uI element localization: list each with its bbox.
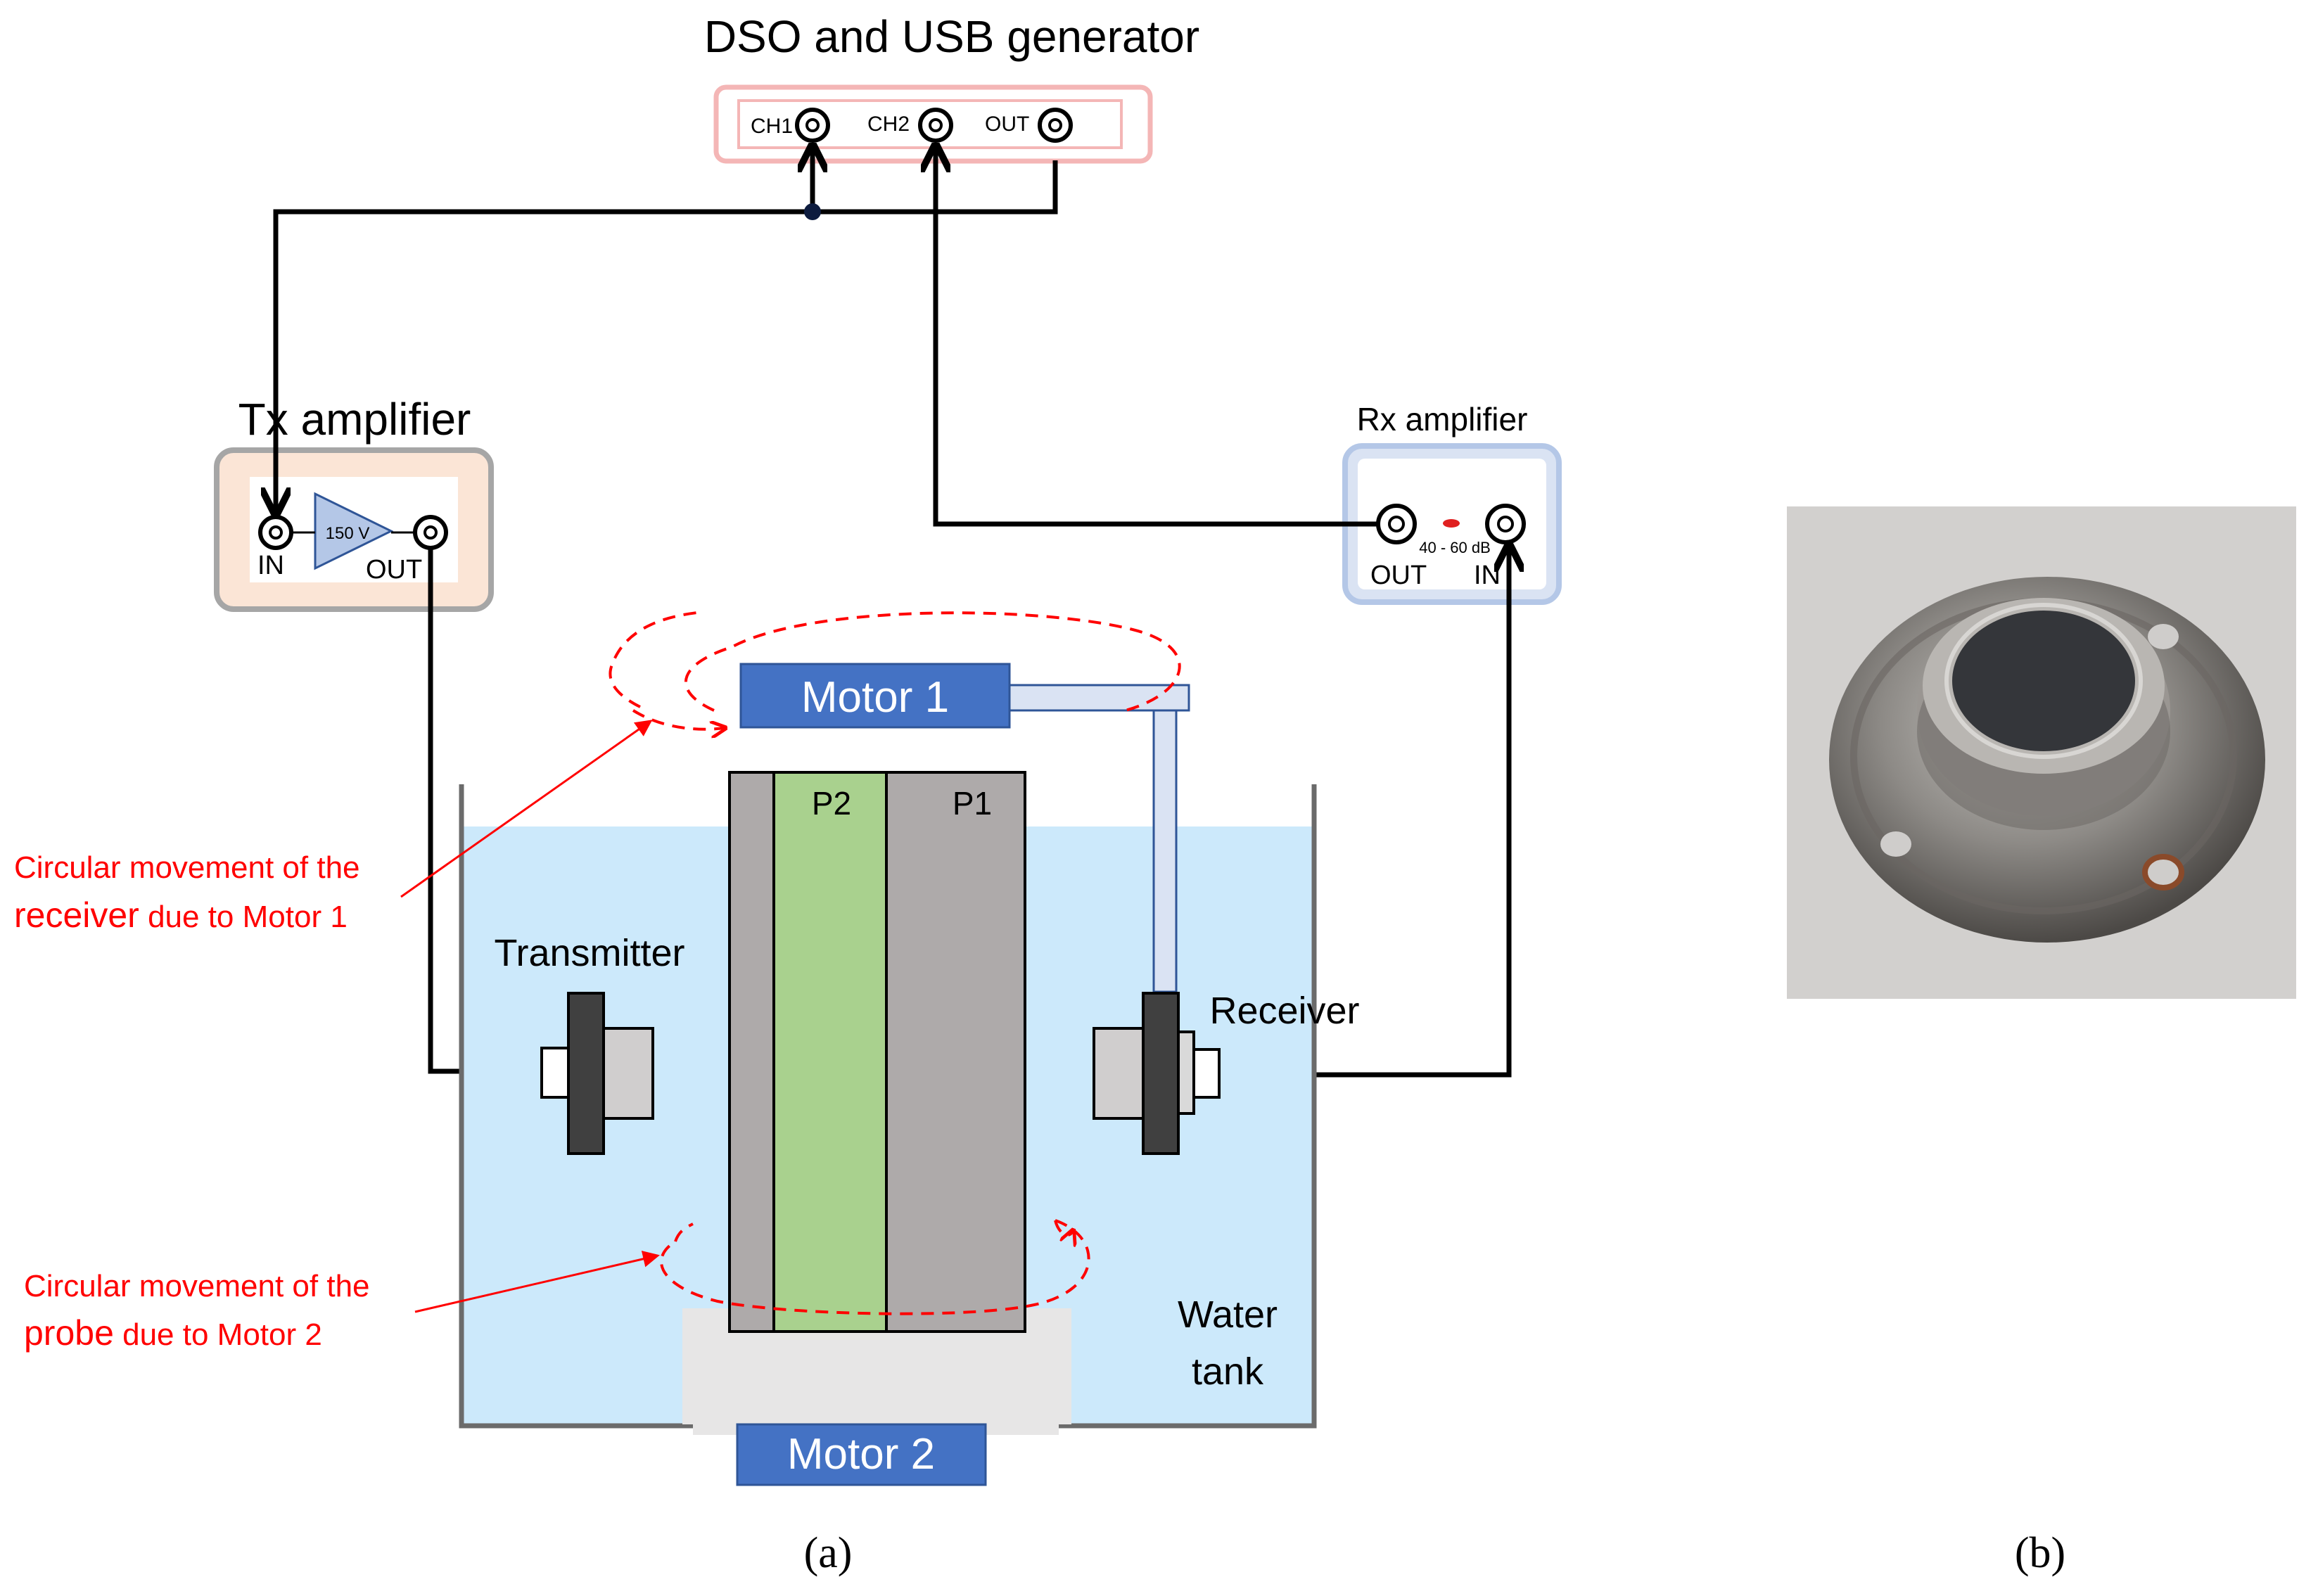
probe: P2 P1 bbox=[728, 771, 1026, 1333]
dso-title: DSO and USB generator bbox=[704, 11, 1199, 62]
receiver bbox=[1093, 992, 1221, 1155]
annotation-receiver-arrow bbox=[400, 720, 653, 898]
transducer-face bbox=[1952, 611, 2135, 751]
rx-amplifier-out-connector[interactable] bbox=[1376, 504, 1417, 544]
dso-out-connector[interactable] bbox=[1038, 108, 1073, 143]
dso-usb-generator: CH1 CH2 OUT bbox=[713, 84, 1153, 164]
dso-ch2-connector[interactable] bbox=[918, 108, 953, 143]
wire-junction-dot bbox=[804, 203, 821, 220]
tx-amplifier-out-connector[interactable] bbox=[413, 515, 448, 550]
annotation-probe-motion: Circular movement of the probe due to Mo… bbox=[24, 1251, 660, 1353]
motor-2-label: Motor 2 bbox=[787, 1430, 935, 1479]
probe-p1-label: P1 bbox=[953, 785, 992, 822]
tx-amplifier: 150 V IN OUT bbox=[214, 447, 494, 612]
annotation-receiver-rest: due to Motor 1 bbox=[139, 900, 348, 934]
tx-amplifier-in-connector[interactable] bbox=[258, 515, 293, 550]
receiver-arm bbox=[1008, 684, 1190, 993]
annotation-receiver-motion: Circular movement of the receiver due to… bbox=[14, 720, 653, 935]
motor-1-label: Motor 1 bbox=[801, 673, 949, 722]
transmitter bbox=[540, 992, 654, 1155]
annotation-probe-line1: Circular movement of the bbox=[24, 1269, 370, 1303]
annotation-probe-line2: probe due to Motor 2 bbox=[24, 1313, 322, 1353]
wire-rx-out-to-ch2 bbox=[936, 148, 1377, 527]
receiver-label: Receiver bbox=[1209, 990, 1359, 1032]
dso-ch1-connector[interactable] bbox=[795, 108, 830, 143]
transducer-photo bbox=[1787, 506, 2296, 999]
flange-hole-left bbox=[1880, 831, 1911, 857]
flange-hole-top bbox=[2148, 624, 2179, 649]
tx-amplifier-in-label: IN bbox=[257, 551, 284, 580]
motor-2: Motor 2 bbox=[736, 1423, 987, 1486]
rx-amplifier-in-label: IN bbox=[1474, 561, 1501, 590]
probe-p2-label: P2 bbox=[812, 785, 851, 822]
subfigure-label-b: (b) bbox=[2015, 1529, 2065, 1577]
annotation-probe-rest: due to Motor 2 bbox=[114, 1317, 322, 1352]
annotation-probe-keyword: probe bbox=[24, 1313, 114, 1353]
rx-amplifier-gain: 40 - 60 dB bbox=[1419, 539, 1491, 556]
tx-amplifier-title: Tx amplifier bbox=[238, 394, 471, 445]
dso-out-label: OUT bbox=[985, 113, 1029, 136]
subfigure-label-a: (a) bbox=[804, 1529, 853, 1577]
annotation-receiver-line2: receiver due to Motor 1 bbox=[14, 895, 348, 935]
annotation-receiver-line1: Circular movement of the bbox=[14, 850, 360, 885]
tx-amplifier-triangle bbox=[314, 492, 394, 570]
annotation-receiver-keyword: receiver bbox=[14, 895, 139, 935]
motor-1-rotation-path bbox=[609, 611, 1181, 729]
water-tank-label-line1: Water bbox=[1178, 1294, 1278, 1336]
rx-amplifier-in-connector[interactable] bbox=[1485, 504, 1526, 544]
transmitter-label: Transmitter bbox=[494, 932, 684, 974]
dso-ch1-label: CH1 bbox=[751, 115, 793, 138]
tx-amplifier-out-label: OUT bbox=[366, 555, 422, 585]
dso-ch2-label: CH2 bbox=[867, 113, 910, 136]
rx-amplifier-out-label: OUT bbox=[1370, 561, 1427, 590]
motor-1: Motor 1 bbox=[739, 663, 1011, 729]
rx-amplifier-led bbox=[1443, 519, 1460, 528]
tx-amplifier-gain: 150 V bbox=[326, 524, 370, 543]
motor-2-rotation-path bbox=[660, 1219, 1090, 1315]
water-tank-label-line2: tank bbox=[1192, 1351, 1264, 1393]
probe-p2-layer bbox=[772, 771, 888, 1333]
flange-hole-right bbox=[2142, 854, 2184, 890]
wire-generator-to-tx-in bbox=[276, 160, 1058, 512]
annotation-probe-arrow bbox=[414, 1251, 660, 1313]
rx-amplifier-title: Rx amplifier bbox=[1357, 401, 1528, 438]
